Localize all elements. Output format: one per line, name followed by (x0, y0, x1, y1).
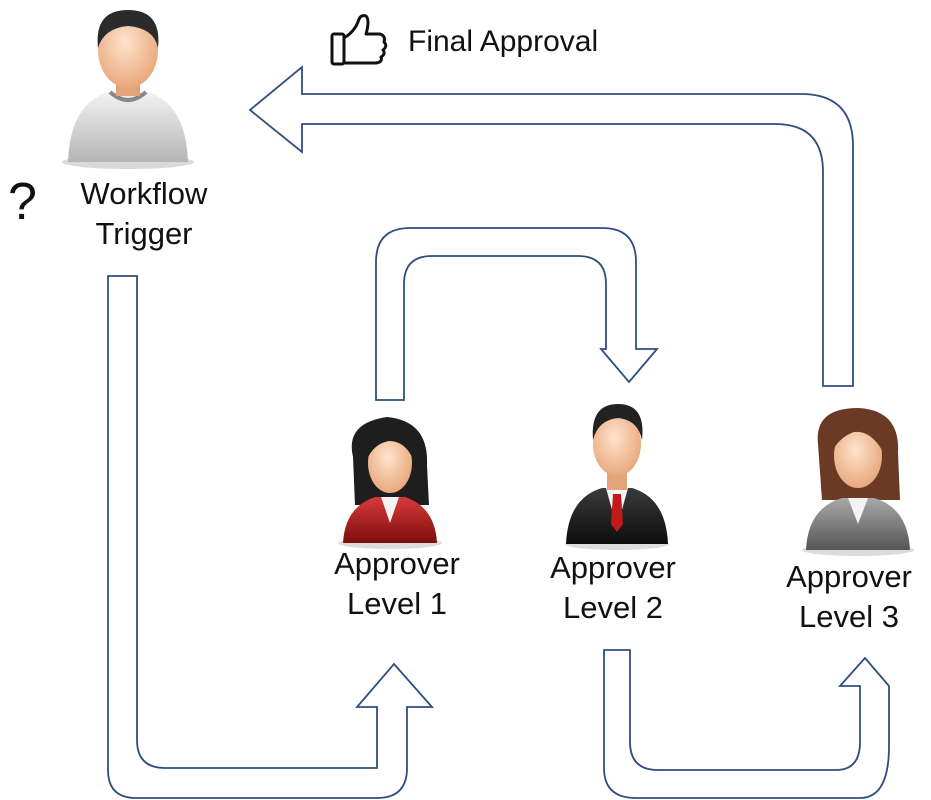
approver-3-label-line2: Level 3 (799, 599, 899, 634)
approver-1-label-line2: Level 1 (347, 586, 447, 621)
approver-3-label: Approver Level 3 (768, 557, 930, 637)
approver-2-label-line1: Approver (550, 550, 676, 585)
approver-1-label-line1: Approver (334, 546, 460, 581)
arrow-approver-1-to-approver-2 (375, 227, 659, 401)
trigger-person-icon (62, 10, 194, 169)
final-approval-label: Final Approval (408, 25, 599, 58)
thumbs-up-icon (330, 14, 388, 66)
arrow-approver-2-to-approver-3-body (603, 649, 890, 799)
approver-3-label-line1: Approver (786, 559, 912, 594)
arrow-approver-3-to-trigger (248, 65, 854, 387)
trigger-label-line1: Workflow (80, 176, 208, 211)
approver-1-label: Approver Level 1 (312, 544, 482, 624)
approver-2-label-line2: Level 2 (563, 590, 663, 625)
approver-2-label: Approver Level 2 (528, 548, 698, 628)
trigger-label-line2: Trigger (95, 216, 193, 251)
question-mark: ? (8, 173, 37, 231)
trigger-label: Workflow Trigger (60, 174, 228, 254)
approver-2-avatar-icon (565, 404, 669, 550)
approver-3-avatar-icon (802, 408, 914, 556)
approver-1-avatar-icon (338, 417, 442, 549)
arrow-trigger-to-approver-1-body (107, 275, 434, 799)
